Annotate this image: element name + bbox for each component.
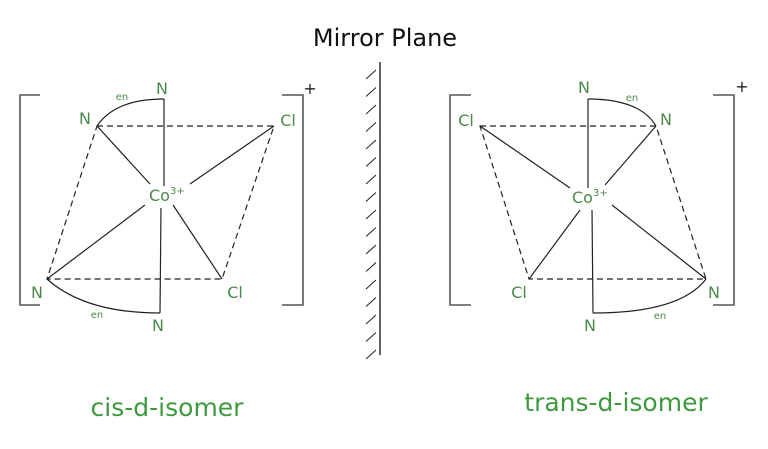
atom-bottom: N xyxy=(584,316,596,335)
en-arc-top xyxy=(587,98,657,127)
right-bracket xyxy=(282,94,304,306)
mirror-hatch xyxy=(365,87,377,97)
atom-top: N xyxy=(156,79,168,98)
atom-upper-right: N xyxy=(660,110,672,129)
trans-isomer-label: trans-d-isomer xyxy=(524,388,708,417)
right-bracket xyxy=(713,94,735,306)
mirror-hatch xyxy=(365,262,377,272)
mirror-hatch xyxy=(365,174,377,185)
ligand-label: en xyxy=(91,310,104,321)
en-arc-top xyxy=(96,98,165,127)
mirror-hatch xyxy=(365,69,377,80)
cis-isomer-label: cis-d-isomer xyxy=(91,393,245,422)
bond xyxy=(172,204,223,280)
atom-top: N xyxy=(578,78,590,97)
mirror-hatch xyxy=(365,192,377,202)
en-arc-bottom xyxy=(46,278,161,314)
bond xyxy=(591,209,594,314)
bond xyxy=(528,209,581,280)
mirror-plane-title: Mirror Plane xyxy=(313,24,457,52)
complex-charge: + xyxy=(735,77,748,96)
atom-upper-left: N xyxy=(79,109,91,128)
mirror-hatch xyxy=(365,244,377,255)
bond xyxy=(189,125,275,185)
bond xyxy=(611,204,707,280)
atom-upper-left: Cl xyxy=(458,111,474,130)
mirror-hatch xyxy=(365,314,377,325)
left-bracket xyxy=(449,94,471,306)
cis-isomer: + Co3+ N N Cl N Cl N en en cis-d-isomer xyxy=(19,79,317,422)
atom-upper-right: Cl xyxy=(280,111,296,130)
bond xyxy=(159,207,162,314)
mirror-hatch xyxy=(365,139,377,150)
metal-center: Co3+ xyxy=(149,186,185,205)
mirror-hatch xyxy=(365,297,377,307)
metal-center: Co3+ xyxy=(572,188,608,207)
bond xyxy=(96,125,151,185)
mirror-hatch xyxy=(365,209,377,220)
trans-isomer: + Co3+ N Cl N Cl N N en en trans-d-isome… xyxy=(449,77,749,417)
left-bracket xyxy=(19,94,40,306)
bond xyxy=(479,125,571,189)
atom-lower-right: Cl xyxy=(227,283,243,302)
atom-lower-left: N xyxy=(31,283,43,302)
ligand-label: en xyxy=(116,92,129,103)
atom-lower-right: N xyxy=(708,283,720,302)
mirror-hatch xyxy=(365,279,377,290)
complex-charge: + xyxy=(303,79,316,98)
ligand-label: en xyxy=(626,93,639,104)
mirror-hatch xyxy=(365,104,377,115)
mirror-hatch xyxy=(365,157,377,167)
mirror-plane xyxy=(365,62,381,360)
mirror-hatch xyxy=(365,332,377,342)
ligand-label: en xyxy=(654,311,667,322)
en-arc-bottom xyxy=(592,278,707,314)
bond xyxy=(604,125,657,186)
mirror-hatch xyxy=(365,349,377,360)
mirror-hatch xyxy=(365,122,377,132)
atom-lower-left: Cl xyxy=(511,283,527,302)
bond xyxy=(46,204,146,280)
mirror-hatch xyxy=(365,227,377,237)
atom-bottom: N xyxy=(152,316,164,335)
